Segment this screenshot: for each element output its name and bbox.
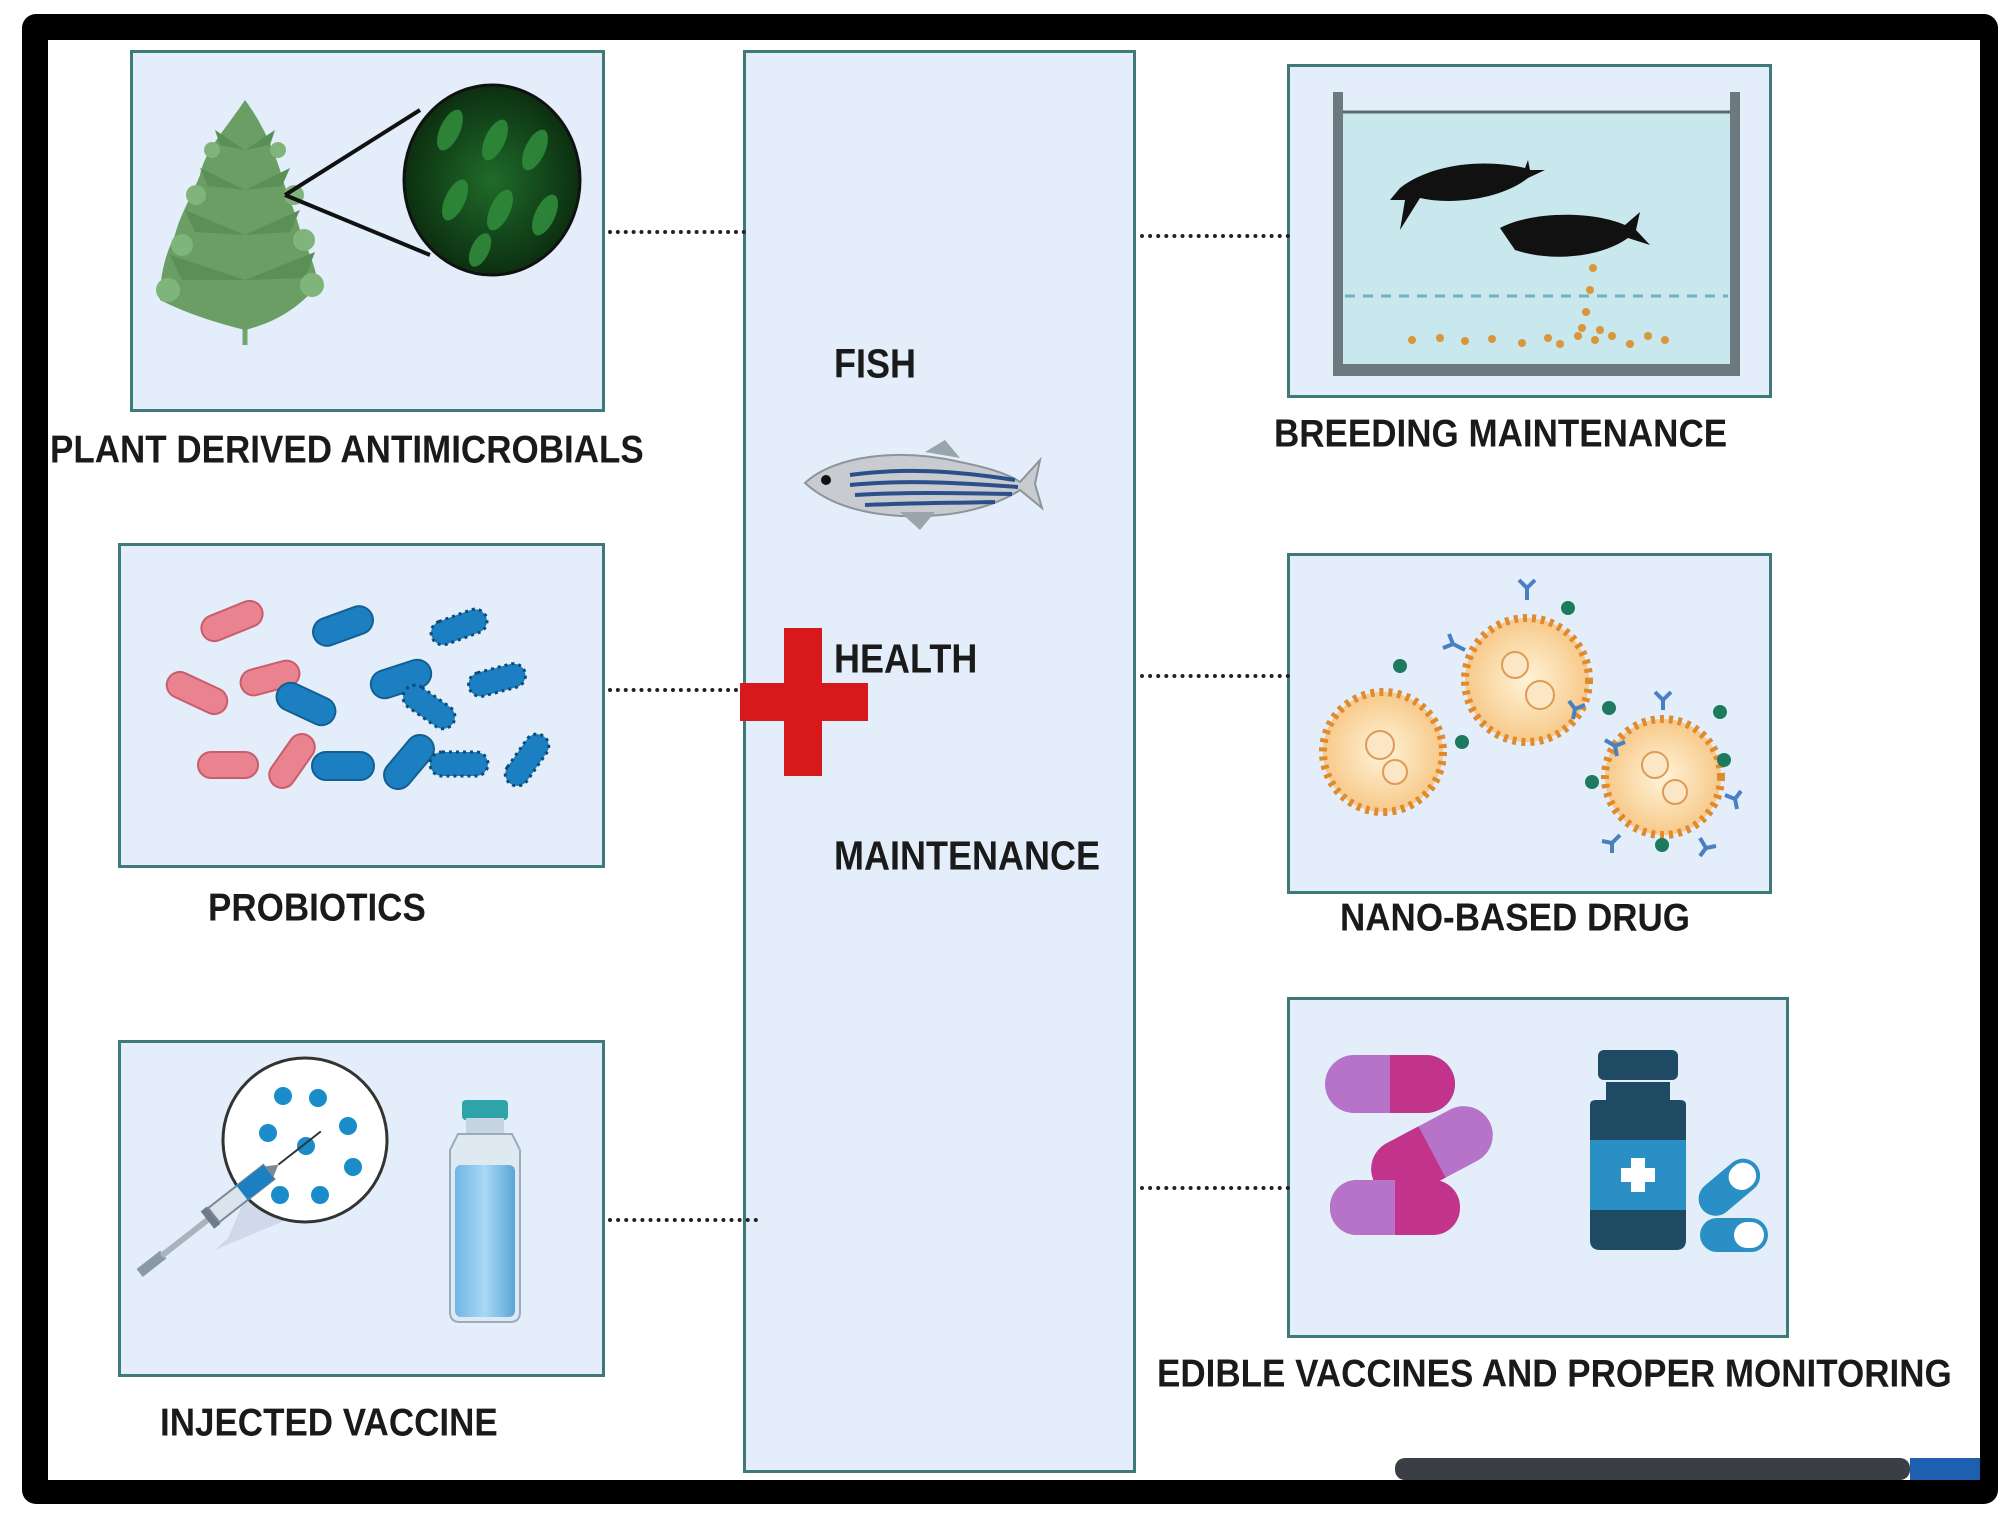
edible-box: [1287, 997, 1789, 1338]
bacteria-icon: [165, 599, 551, 791]
probiotics-box: [118, 543, 605, 868]
nanoparticle-icon: [1319, 578, 1743, 858]
connector-nano: [1140, 674, 1290, 678]
connector-vaccine: [608, 1218, 758, 1222]
caption-vaccine: INJECTED VACCINE: [160, 1400, 498, 1445]
red-cross-icon: [740, 628, 868, 776]
caption-nano: NANO-BASED DRUG: [1340, 895, 1690, 940]
fern-leaf-icon: [156, 83, 582, 345]
caption-edible: EDIBLE VACCINES AND PROPER MONITORING: [1157, 1351, 1952, 1396]
pills-bottle-icon: [1325, 1050, 1768, 1252]
connector-edible: [1140, 1186, 1290, 1190]
center-word-fish: FISH: [834, 340, 917, 387]
zebrafish-icon: [803, 440, 1044, 530]
center-word-health: HEALTH: [834, 635, 978, 682]
connector-plant: [608, 230, 746, 234]
caption-probiotics: PROBIOTICS: [208, 885, 426, 930]
fish-tank-icon: [1333, 92, 1740, 376]
caption-breeding: BREEDING MAINTENANCE: [1274, 411, 1728, 456]
connector-breeding: [1140, 234, 1290, 238]
connector-probiotics: [608, 688, 746, 692]
syringe-vial-icon: [136, 1056, 521, 1323]
caption-plant: PLANT DERIVED ANTIMICROBIALS: [50, 427, 644, 472]
center-word-maintenance: MAINTENANCE: [834, 832, 1100, 879]
bottom-bar: [1395, 1458, 1910, 1480]
bottom-bar-accent: [1910, 1458, 1980, 1480]
